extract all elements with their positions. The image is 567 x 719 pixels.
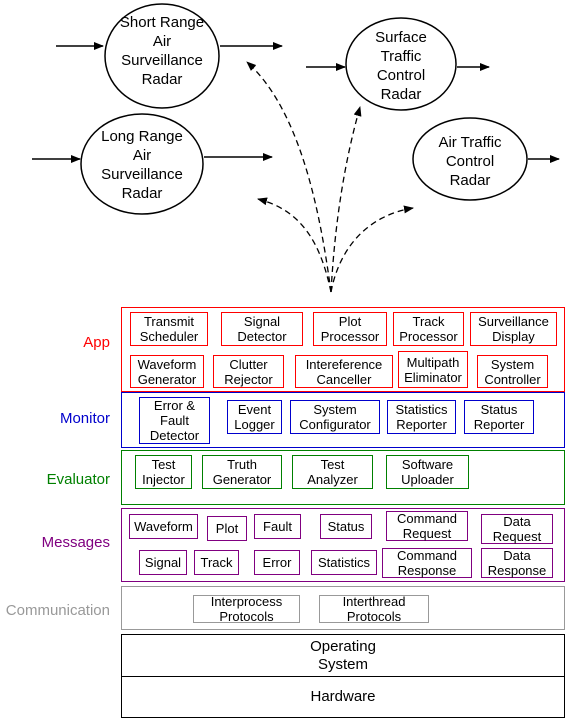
test-analyzer-module: Test Analyzer xyxy=(292,455,373,489)
interthread-protocols-module: Interthread Protocols xyxy=(319,594,429,624)
command-response-message: Command Response xyxy=(382,548,472,578)
command-request-message: Command Request xyxy=(386,511,468,541)
status-message: Status xyxy=(320,514,372,539)
event-logger-module: Event Logger xyxy=(227,400,282,434)
track-processor-module: Track Processor xyxy=(393,312,464,346)
evaluator-layer xyxy=(121,450,565,505)
system-controller-module: System Controller xyxy=(477,355,548,388)
transmit-scheduler-module: Transmit Scheduler xyxy=(130,312,208,346)
monitor-layer xyxy=(121,392,565,448)
waveform-message: Waveform xyxy=(129,514,198,539)
multipath-eliminator-module: Multipath Eliminator xyxy=(398,351,468,388)
error-fault-detector-module: Error & Fault Detector xyxy=(139,397,210,444)
evaluator-layer-label: Evaluator xyxy=(46,471,110,488)
messages-layer-label: Messages xyxy=(41,534,110,551)
communication-layer xyxy=(121,586,565,630)
communication-layer-label: Communication xyxy=(5,602,110,619)
surveillance-display-module: Surveillance Display xyxy=(470,312,557,346)
software-uploader-module: Software Uploader xyxy=(386,455,469,489)
truth-generator-module: Truth Generator xyxy=(202,455,282,489)
dashed-arrow-long-range xyxy=(257,197,332,293)
statistics-reporter-module: Statistics Reporter xyxy=(387,400,456,434)
status-reporter-module: Status Reporter xyxy=(464,400,534,434)
data-response-message: Data Response xyxy=(481,548,553,578)
app-layer-label: App xyxy=(83,334,110,351)
statistics-message: Statistics xyxy=(311,550,377,575)
dashed-arrow-surface-traffic xyxy=(330,106,362,293)
system-configurator-module: System Configurator xyxy=(290,400,380,434)
test-injector-module: Test Injector xyxy=(135,455,192,489)
interprocess-protocols-module: Interprocess Protocols xyxy=(193,594,300,624)
monitor-layer-label: Monitor xyxy=(59,410,110,427)
clutter-rejector-module: Clutter Rejector xyxy=(213,355,284,388)
messages-layer xyxy=(121,508,565,582)
plot-message: Plot xyxy=(207,516,247,541)
track-message: Track xyxy=(194,550,239,575)
interference-canceller-module: Intereference Canceller xyxy=(295,355,393,388)
app-layer xyxy=(121,307,565,392)
error-message: Error xyxy=(254,550,300,575)
signal-message: Signal xyxy=(139,550,187,575)
plot-processor-module: Plot Processor xyxy=(313,312,387,346)
hardware-layer: Hardware xyxy=(121,676,565,718)
waveform-generator-module: Waveform Generator xyxy=(130,355,204,388)
operating-system-layer: Operating System xyxy=(121,634,565,677)
data-request-message: Data Request xyxy=(481,514,553,544)
fault-message: Fault xyxy=(254,514,301,539)
dashed-arrow-air-traffic xyxy=(330,205,414,293)
signal-detector-module: Signal Detector xyxy=(221,312,303,346)
dashed-arrow-short-range xyxy=(246,61,332,293)
